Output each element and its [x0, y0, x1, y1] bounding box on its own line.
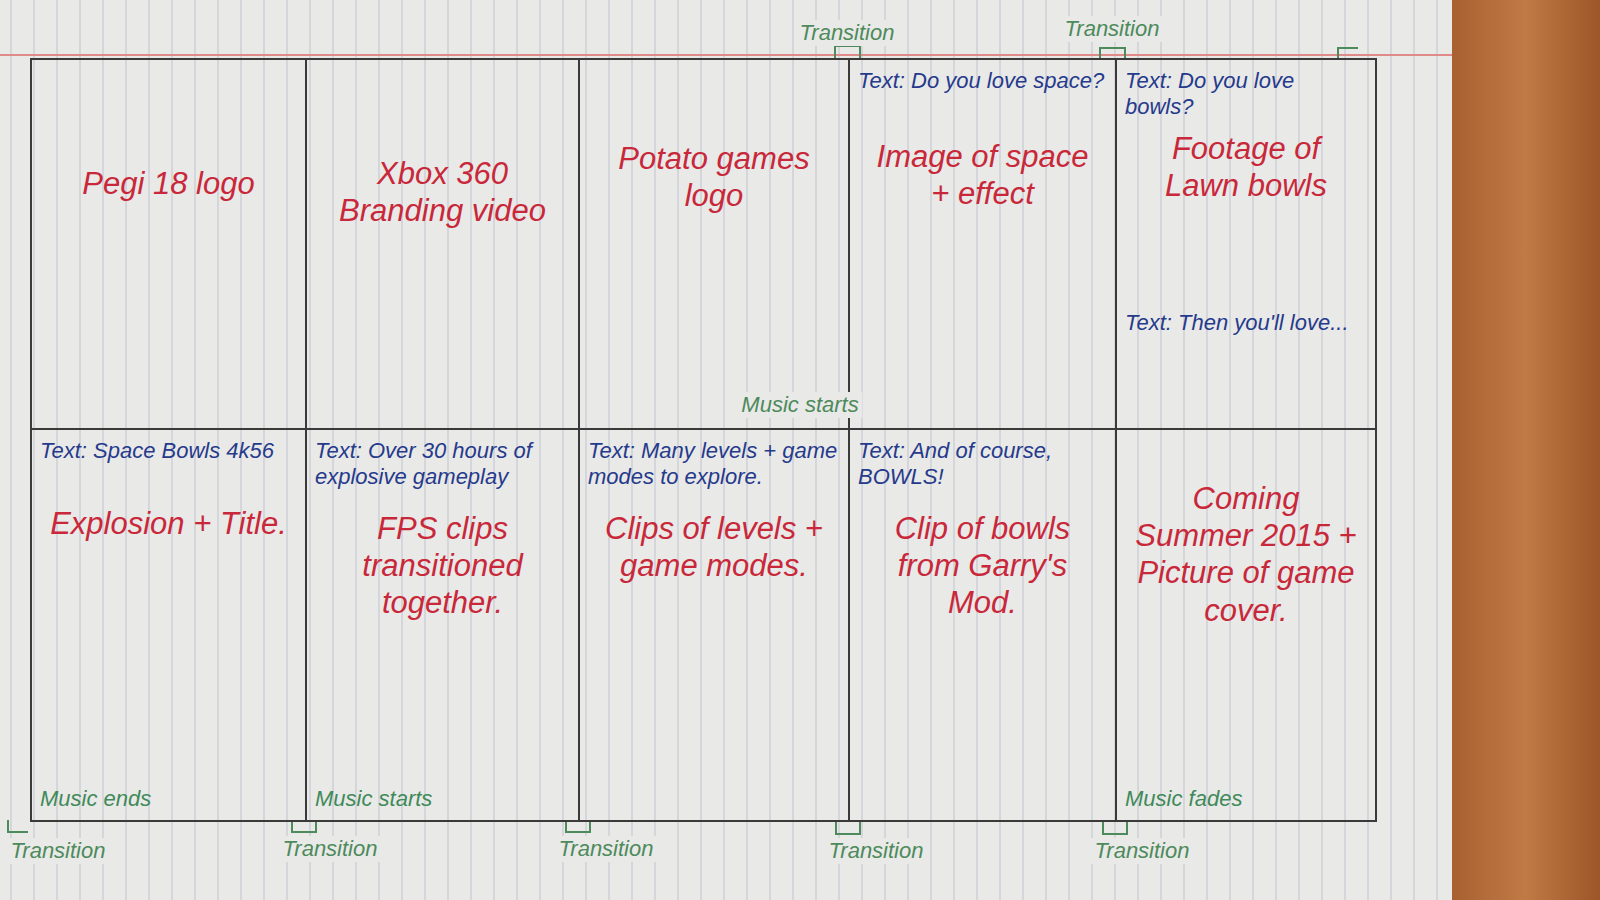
music-note: Music fades — [1125, 786, 1367, 812]
music-note: Music starts — [315, 786, 570, 812]
on-screen-text: Text: Over 30 hours of explosive gamepla… — [315, 438, 570, 491]
timing-note: Transition — [1061, 16, 1164, 42]
on-screen-text: Text: Do you love bowls? — [1125, 68, 1367, 121]
timing-note: Transition — [555, 836, 658, 862]
timing-note: Transition — [825, 838, 928, 864]
storyboard-frame: Text: Many levels + game modes to explor… — [578, 428, 850, 822]
on-screen-text: Text: Space Bowls 4k56 — [40, 438, 297, 464]
timing-note: Transition — [7, 838, 110, 864]
shot-description: Coming Summer 2015 + Picture of game cov… — [1135, 480, 1357, 629]
storyboard-frame: Pegi 18 logo — [30, 58, 307, 430]
on-screen-text: Text: And of course, BOWLS! — [858, 438, 1107, 491]
on-screen-text: Text: Many levels + game modes to explor… — [588, 438, 840, 491]
timing-note: Transition — [796, 20, 899, 46]
on-screen-text: Text: Do you love space? — [858, 68, 1107, 94]
shot-description: Pegi 18 logo — [50, 165, 287, 202]
timing-note: Music starts — [737, 392, 862, 418]
shot-description: Footage of Lawn bowls — [1135, 130, 1357, 204]
shot-description: Clip of bowls from Garry's Mod. — [868, 510, 1097, 622]
storyboard-frame: Xbox 360 Branding video — [305, 58, 580, 430]
shot-description: Potato games logo — [598, 140, 830, 214]
storyboard-frame: Text: Space Bowls 4k56Explosion + Title.… — [30, 428, 307, 822]
storyboard-frame: Text: And of course, BOWLS! Clip of bowls… — [848, 428, 1117, 822]
timing-note: Transition — [1091, 838, 1194, 864]
storyboard-frame: Potato games logo — [578, 58, 850, 430]
shot-description: Explosion + Title. — [50, 505, 287, 542]
shot-description: Image of space + effect — [868, 138, 1097, 212]
shot-description: FPS clips transitioned together. — [325, 510, 560, 622]
music-note: Music ends — [40, 786, 297, 812]
storyboard-frame: Text: Do you love space? Image of space +… — [848, 58, 1117, 430]
shot-description: Clips of levels + game modes. — [598, 510, 830, 584]
storyboard-frame: Coming Summer 2015 + Picture of game cov… — [1115, 428, 1377, 822]
storyboard-frame: Text: Do you love bowls? Footage of Lawn … — [1115, 58, 1377, 430]
shot-description: Xbox 360 Branding video — [325, 155, 560, 229]
storyboard-frame: Text: Over 30 hours of explosive gamepla… — [305, 428, 580, 822]
on-screen-text: Text: Then you'll love... — [1125, 310, 1367, 336]
timing-note: Transition — [279, 836, 382, 862]
